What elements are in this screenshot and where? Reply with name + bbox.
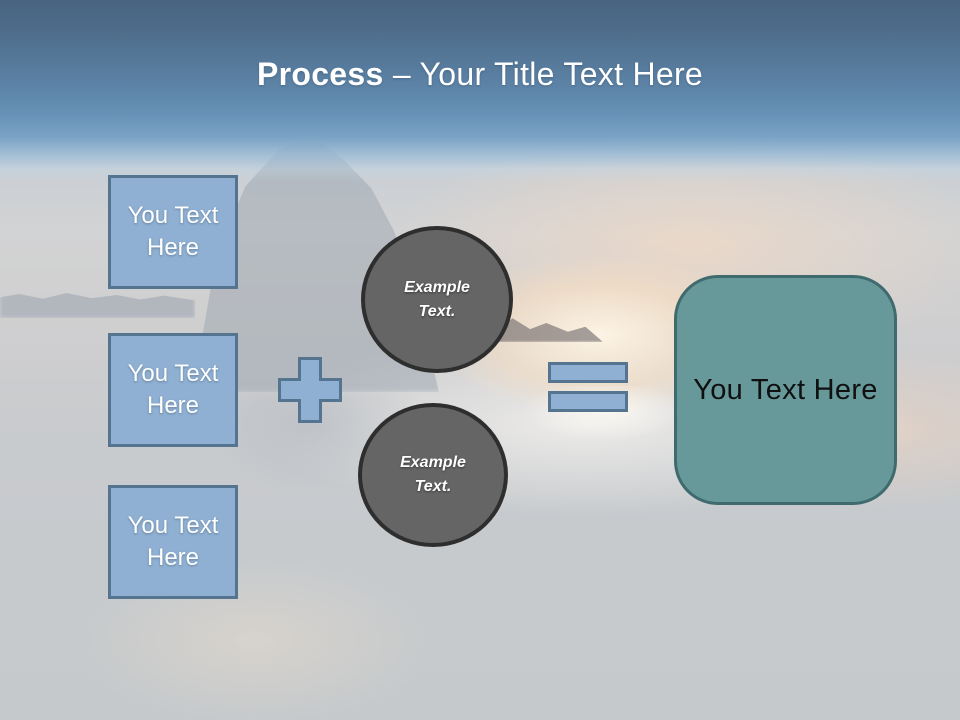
title-keyword: Process <box>256 56 384 92</box>
example-circle-2-label: Example Text. <box>400 454 466 495</box>
example-circle-1-label: Example Text. <box>404 278 470 320</box>
result-box[interactable]: You Text Here <box>674 275 897 505</box>
equals-bar-bottom <box>548 391 628 412</box>
input-box-2[interactable]: You Text Here <box>108 333 238 447</box>
slide-title: Process – Your Title Text Here <box>0 56 960 93</box>
background-treeline-silhouette <box>0 293 195 318</box>
input-box-2-label: You Text Here <box>127 360 219 419</box>
equals-bar-top <box>548 362 628 383</box>
example-circle-1[interactable]: Example Text. <box>361 226 513 373</box>
title-rest-text: Your Title Text Here <box>419 56 704 92</box>
input-box-1[interactable]: You Text Here <box>108 175 238 289</box>
title-band <box>0 0 960 182</box>
example-circle-2[interactable]: Example Text. <box>358 403 508 547</box>
input-box-1-label: You Text Here <box>127 202 219 261</box>
plus-icon <box>278 357 342 423</box>
equals-icon <box>548 362 628 412</box>
title-separator: – <box>392 56 411 92</box>
input-box-3[interactable]: You Text Here <box>108 485 238 599</box>
result-box-label: You Text Here <box>693 373 878 406</box>
input-box-3-label: You Text Here <box>127 512 219 571</box>
